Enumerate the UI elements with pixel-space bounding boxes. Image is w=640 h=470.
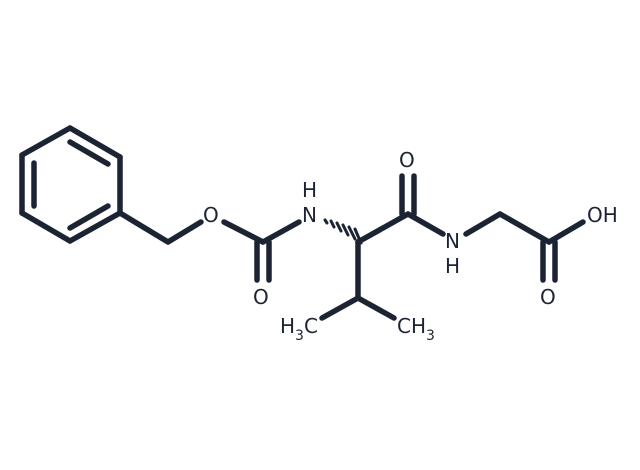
methyl-right-ch-label: CH: [397, 314, 426, 338]
benzyl-bond: [117, 210, 171, 245]
carbamate-n-bond: [260, 219, 302, 245]
ether-carbonyl-bond: [221, 219, 266, 245]
amide-oxygen-label: O: [399, 148, 415, 172]
ether-oxygen-label: O: [203, 203, 219, 227]
amide-nh-h-label: H: [445, 254, 460, 278]
ring-bond: [19, 210, 73, 244]
methyl-left-c-label: C: [304, 314, 318, 338]
ring-bond: [67, 125, 123, 160]
methyl-right-subscript: 3: [426, 328, 435, 344]
ring-bond: [67, 210, 123, 244]
carbamate-nh-n-label: N: [302, 203, 317, 227]
ring-double-bond: [67, 139, 111, 167]
acid-oh-bond: [546, 219, 586, 245]
amide-nh-n-label: N: [445, 229, 460, 253]
ring-bond: [19, 125, 73, 158]
ring-double-bond: [67, 203, 111, 231]
acid-oxygen-label: O: [540, 285, 556, 309]
benzene-ring: [19, 125, 123, 244]
methyl-left-bond: [319, 295, 361, 321]
carbamate-nh-h-label: H: [302, 178, 317, 202]
hashed-wedge: [323, 218, 363, 245]
acid-oh-label: OH: [587, 203, 618, 227]
ether-bond: [165, 219, 204, 245]
glycine-ch2-bond: [497, 211, 552, 245]
amide-n-bond: [405, 211, 446, 237]
alpha-carbonyl-bond: [355, 211, 411, 245]
methyl-left-h-label: H: [280, 314, 295, 338]
methyl-right-bond: [355, 295, 397, 321]
glycine-n-bond: [463, 211, 503, 237]
methyl-left-subscript: 3: [295, 328, 304, 344]
carbamate-oxygen-label: O: [253, 285, 269, 309]
